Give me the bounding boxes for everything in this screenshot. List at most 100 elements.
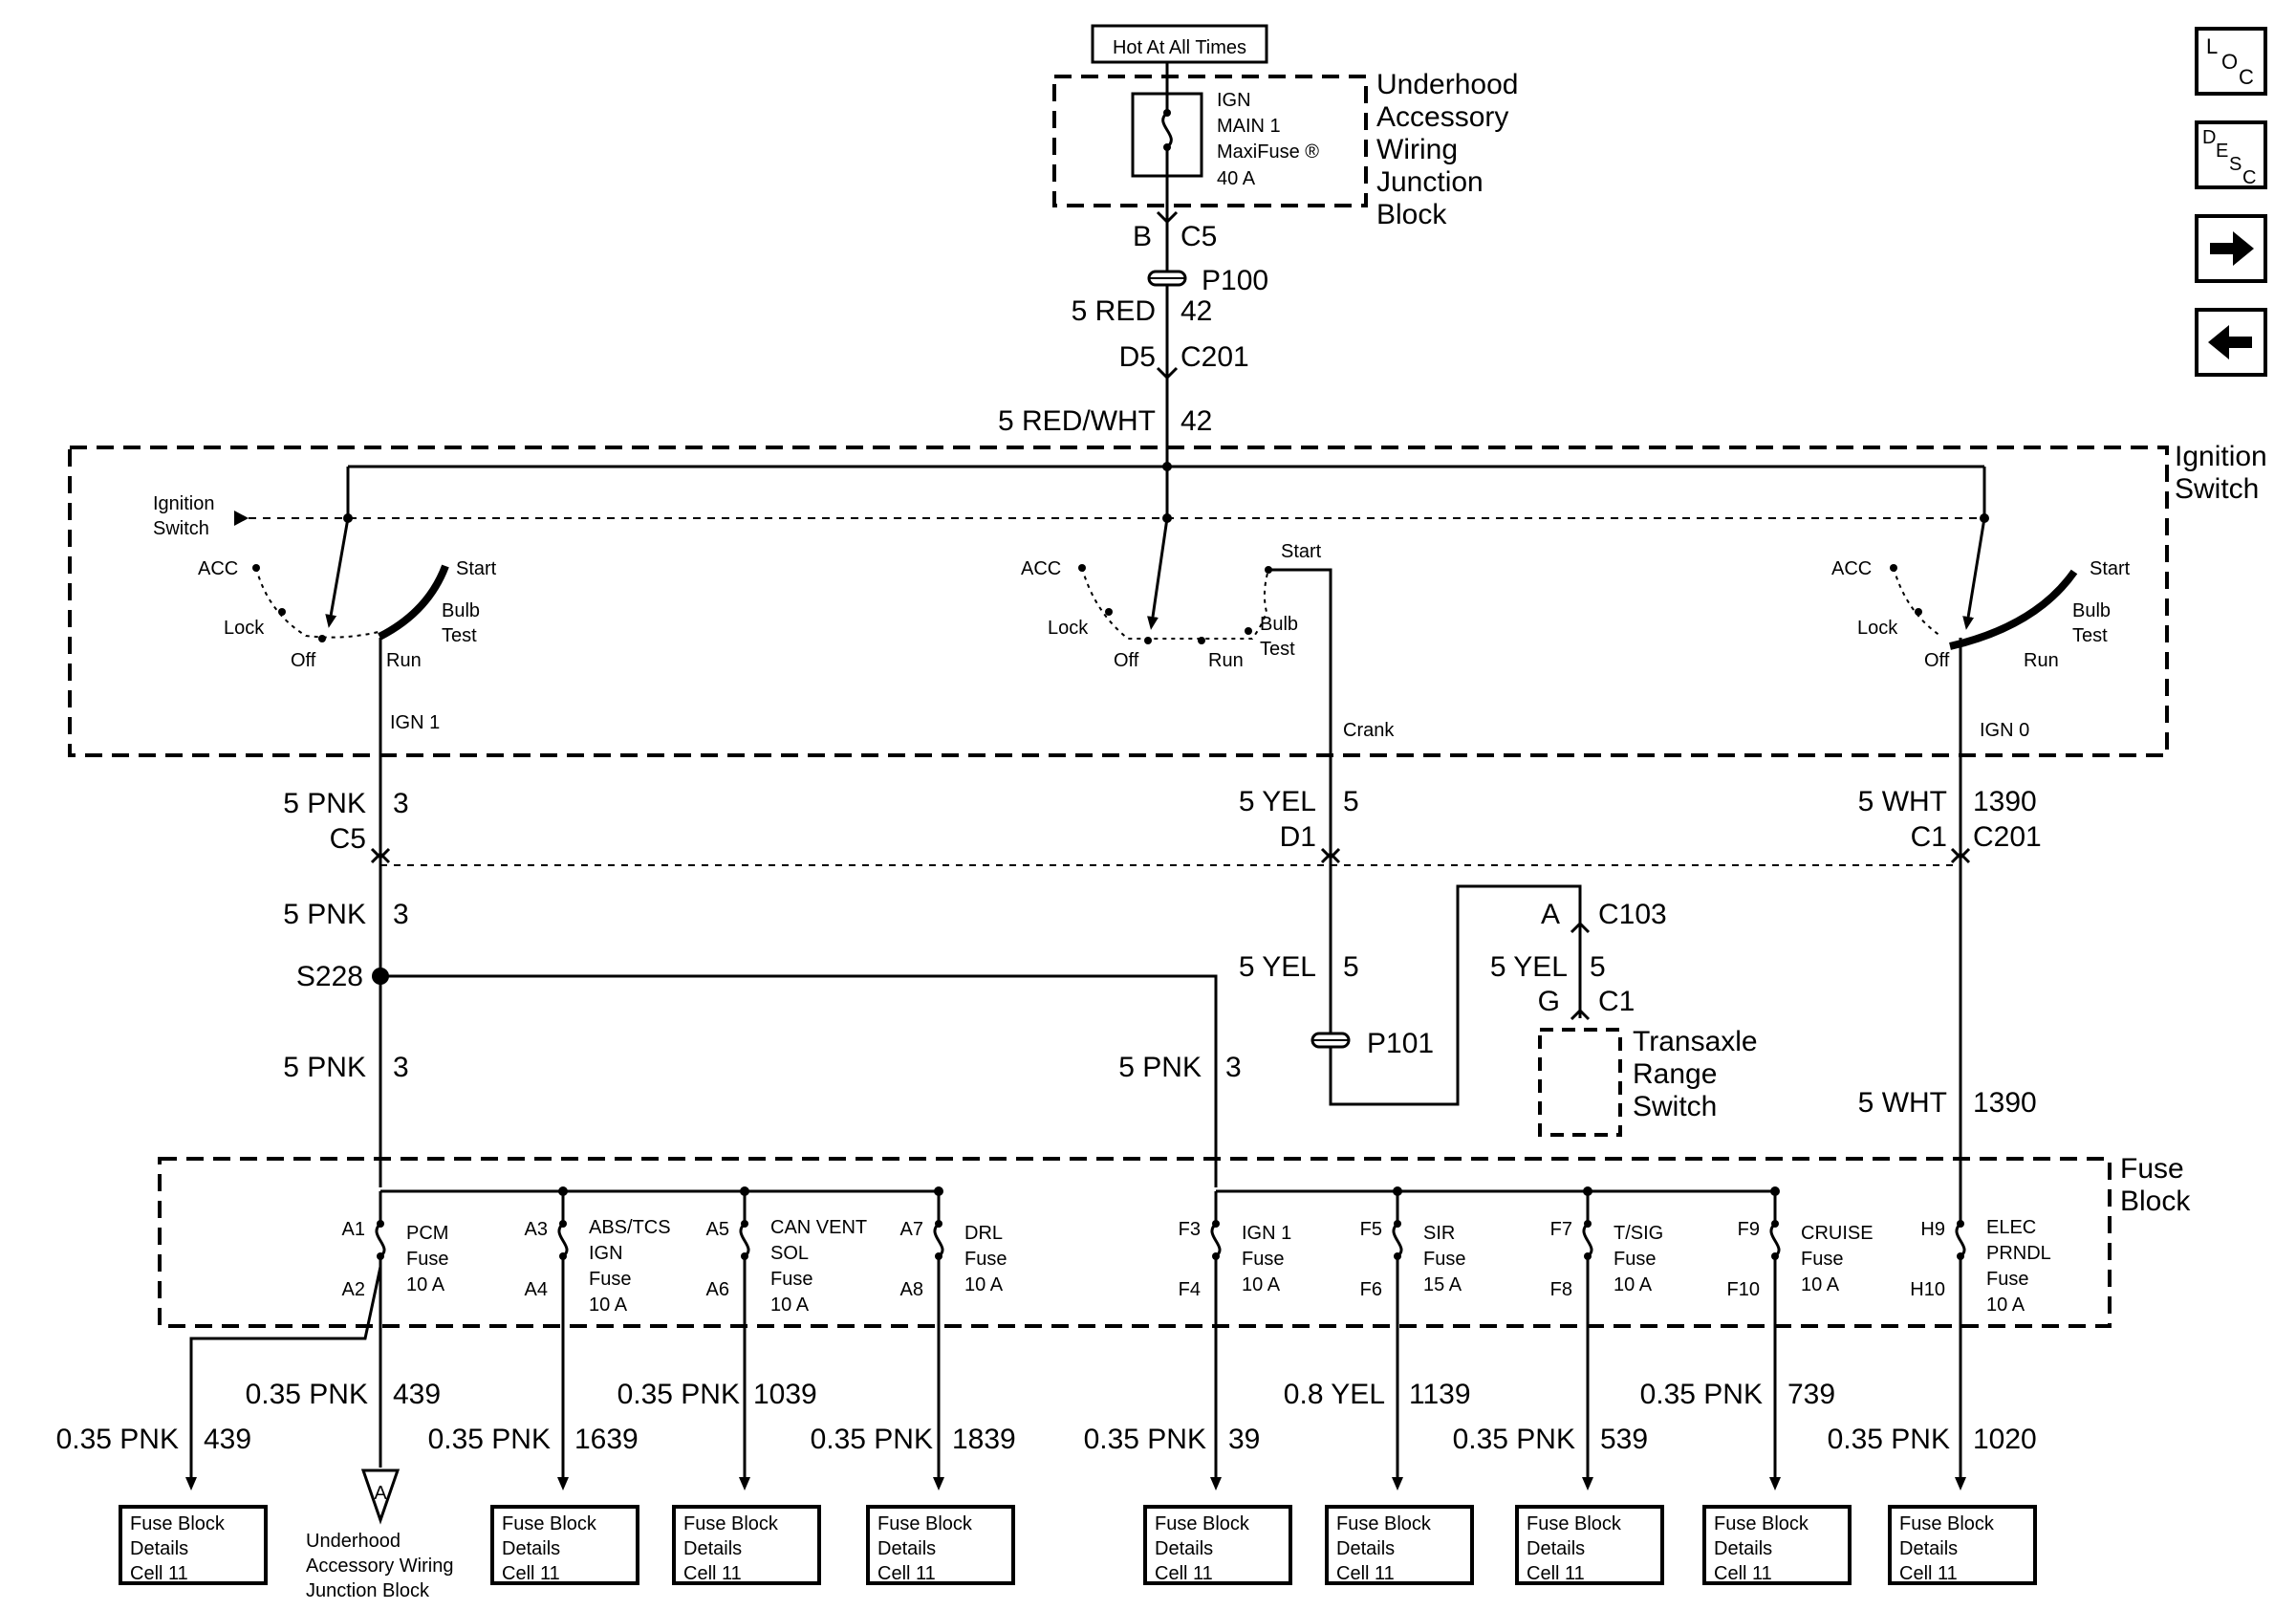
next-page-button[interactable] [2195, 214, 2267, 283]
ignition-section-ign0 [1890, 517, 2078, 851]
wire-label: 5 PNK [283, 788, 366, 819]
fuse-terminal [935, 1252, 942, 1260]
fuse-block-details-box [866, 1505, 1015, 1585]
connector-c5-symbol [1156, 210, 1179, 225]
c5-connector-label: C5 [1180, 221, 1217, 252]
hot-at-all-times-label: Hot At All Times [1113, 37, 1246, 58]
bulb-test-label: Bulb [442, 600, 480, 621]
arrow-left-icon [2208, 325, 2252, 359]
mechanical-linkage-label: Switch [153, 518, 209, 539]
c201-connector-label: C201 [1180, 341, 1249, 373]
underhood-block-title-line: Accessory [1376, 101, 1508, 133]
underhood-reference-triangle[interactable] [360, 1469, 401, 1525]
desc-glyph: C [2242, 167, 2256, 185]
circuit-number: 1139 [1409, 1379, 1471, 1410]
navigation-panel: L O C D E S C [2195, 27, 2273, 402]
fuse-block-details-label: Details [1336, 1538, 1395, 1559]
reference-letter: A [374, 1483, 387, 1504]
circuit-number: 439 [204, 1424, 251, 1455]
underhood-block-title-line: Underhood [1376, 69, 1518, 100]
mechanical-linkage-label: Ignition [153, 493, 215, 514]
maxifuse-label-line: IGN [1217, 90, 1251, 111]
acc-label: ACC [1831, 558, 1872, 579]
previous-page-button[interactable] [2195, 308, 2267, 377]
arrow-right-icon [2210, 231, 2254, 266]
p100-passthrough [1147, 270, 1187, 287]
connector-pin-label: G [1538, 986, 1560, 1017]
connector-pin-label: C5 [330, 823, 366, 855]
fuse-name-label: T/SIG [1614, 1223, 1663, 1244]
ign1-output-label: IGN 1 [390, 712, 440, 733]
run-label: Run [386, 650, 422, 671]
description-button[interactable]: D E S C [2195, 120, 2267, 189]
maxifuse-terminal-top [1163, 109, 1171, 117]
fuse-name-label: ELEC [1986, 1217, 2036, 1238]
loc-glyph: L [2206, 34, 2218, 58]
circuit-number: 5 [1590, 951, 1606, 983]
c103-symbol [1570, 921, 1591, 934]
fuse-name-label: Fuse [1801, 1249, 1843, 1270]
lock-label: Lock [1857, 618, 1898, 639]
transaxle-range-switch-label: Range [1633, 1058, 1717, 1090]
off-label: Off [1924, 650, 1950, 671]
p101-label: P101 [1367, 1028, 1434, 1059]
ignition-switch-outline [68, 446, 2169, 757]
bulb-test-label: Bulb [2072, 600, 2111, 621]
transaxle-range-switch-label: Transaxle [1633, 1026, 1758, 1057]
start-label: Start [456, 558, 497, 579]
wire-label: 0.35 PNK [1084, 1424, 1206, 1455]
fuse-block-details-label: Details [683, 1538, 742, 1559]
fuse-block-details-label: Details [1899, 1538, 1958, 1559]
wire-label: 0.35 PNK [428, 1424, 551, 1455]
fuse-terminal [1771, 1252, 1779, 1260]
splice-label: S228 [296, 961, 363, 992]
fuse-terminal [1584, 1220, 1592, 1228]
crank-output-label: Crank [1343, 720, 1395, 741]
location-button[interactable]: L O C [2195, 27, 2267, 96]
fuse-cavity-in: F3 [1179, 1219, 1201, 1240]
fuse-block-details-label: Fuse Block [683, 1513, 779, 1534]
c201-terminal-d1 [1320, 847, 1341, 864]
wire-label: 0.35 PNK [617, 1379, 740, 1410]
fuse-cavity-out: A6 [706, 1279, 729, 1300]
fuse-terminal [1212, 1252, 1220, 1260]
fuse-name-label: 10 A [589, 1295, 628, 1316]
circuit-number: 39 [1228, 1424, 1260, 1455]
underhood-block-title-line: Block [1376, 199, 1447, 230]
underhood-reference-label: Underhood [306, 1531, 401, 1552]
output-wire-439-fbd [185, 1266, 382, 1490]
fuse-block-details-box [490, 1505, 639, 1585]
fuse-terminal [559, 1220, 567, 1228]
start-label: Start [2090, 558, 2131, 579]
wire-label: 5 YEL [1490, 951, 1568, 983]
fuse-block-details-label: Details [1155, 1538, 1213, 1559]
bulb-test-label: Test [1260, 639, 1295, 660]
fuse-terminal [1957, 1252, 1964, 1260]
fuse-terminal [559, 1252, 567, 1260]
fuse-cavity-out: F8 [1550, 1279, 1572, 1300]
connector-label: C1 [1598, 986, 1635, 1017]
fuse-terminal [1957, 1220, 1964, 1228]
bulb-test-label: Test [442, 625, 477, 646]
fuse-block-details-label: Cell 11 [130, 1563, 188, 1584]
bulb-test-label: Test [2072, 625, 2108, 646]
c201-terminal-c1 [1950, 847, 1971, 864]
fuse-block-details-box [1888, 1505, 2037, 1585]
fuse-name-label: 10 A [1801, 1274, 1840, 1295]
